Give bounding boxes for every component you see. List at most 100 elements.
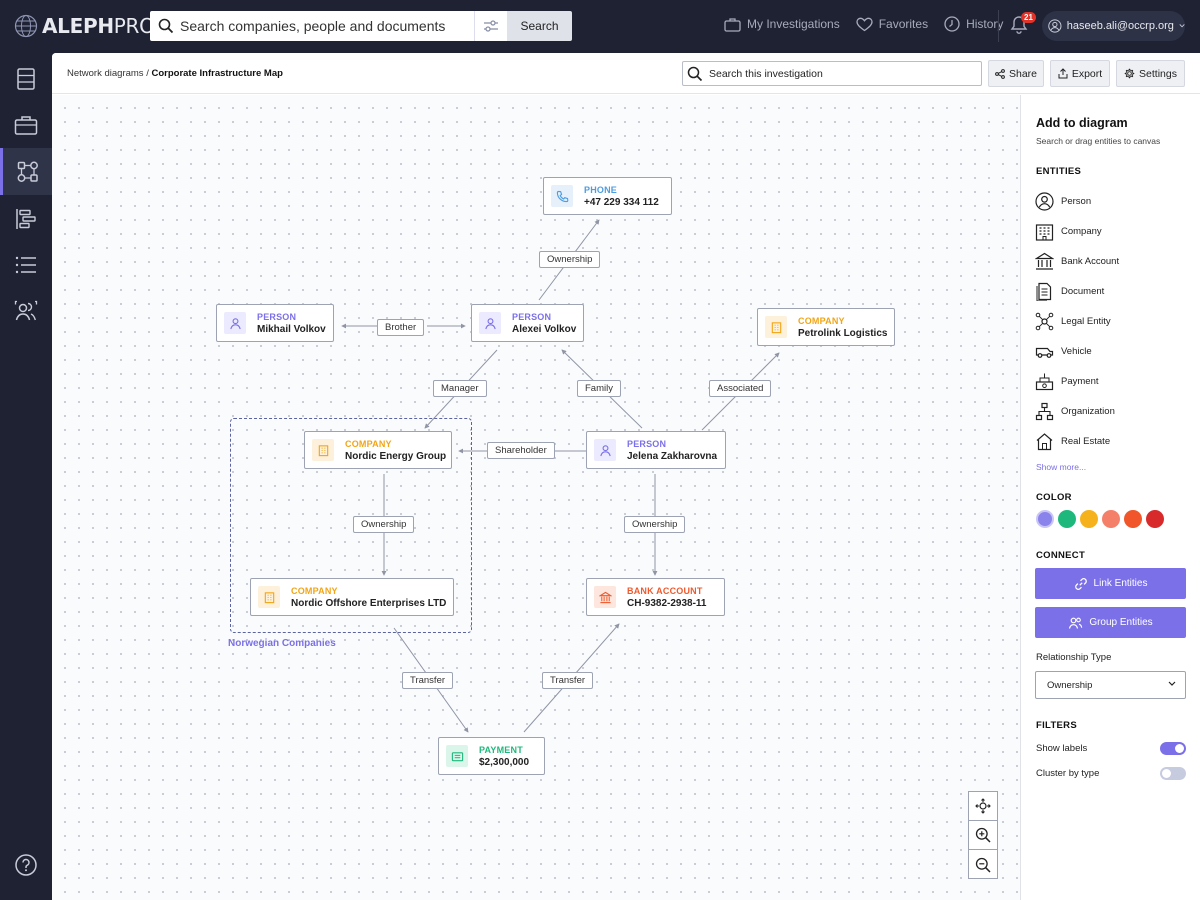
nav-my-investigations[interactable]: My Investigations	[724, 17, 840, 32]
person-icon	[1035, 191, 1054, 211]
help-button[interactable]	[0, 841, 52, 888]
show-labels-toggle[interactable]	[1160, 742, 1186, 755]
zoom-in-button[interactable]	[969, 821, 997, 850]
diagram-canvas[interactable]: Norwegian Companies Ownership Brother Ma…	[52, 95, 1020, 900]
user-menu[interactable]: haseeb.ali@occrp.org	[1042, 11, 1185, 41]
entity-item-company[interactable]: Company	[1035, 220, 1102, 242]
search-button[interactable]: Search	[507, 11, 572, 41]
color-section-title: COLOR	[1036, 492, 1072, 503]
edge-label-ownership[interactable]: Ownership	[539, 251, 601, 268]
document-icon	[1036, 282, 1052, 301]
breadcrumb-parent[interactable]: Network diagrams	[67, 68, 144, 79]
sidebar-item-network-diagrams[interactable]	[0, 148, 52, 195]
edge-label-transfer[interactable]: Transfer	[402, 672, 454, 689]
entity-item-payment[interactable]: Payment	[1035, 370, 1099, 392]
node-type: COMPANY	[345, 438, 392, 449]
color-swatch-orange[interactable]	[1124, 510, 1142, 528]
color-swatch-yellow[interactable]	[1080, 510, 1098, 528]
gear-icon	[1124, 68, 1135, 79]
person-icon	[594, 439, 616, 461]
heart-icon	[856, 17, 873, 31]
group-icon	[1069, 617, 1083, 629]
sidebar-item-timelines[interactable]	[0, 195, 52, 242]
color-swatch-red[interactable]	[1146, 510, 1164, 528]
entity-item-organization[interactable]: Organization	[1035, 400, 1115, 422]
investigation-search-input[interactable]	[709, 67, 969, 80]
sub-toolbar: Network diagrams / Corporate Infrastruct…	[52, 53, 1200, 94]
edge-label-family[interactable]: Family	[577, 380, 621, 397]
entity-label: Legal Entity	[1061, 315, 1111, 327]
panel-title: Add to diagram	[1036, 116, 1128, 130]
zoom-out-button[interactable]	[969, 850, 997, 879]
recenter-button[interactable]	[969, 792, 997, 821]
chevron-down-icon	[1168, 681, 1176, 686]
real-estate-icon	[1036, 432, 1053, 450]
edge-label-manager[interactable]: Manager	[433, 380, 487, 397]
settings-button[interactable]: Settings	[1116, 60, 1185, 87]
color-swatches	[1036, 510, 1164, 528]
sidebar-item-investigations[interactable]	[0, 101, 52, 148]
breadcrumb-separator: /	[146, 68, 149, 79]
nav-history[interactable]: History	[944, 16, 1003, 32]
entity-item-vehicle[interactable]: Vehicle	[1035, 340, 1092, 362]
entity-label: Company	[1061, 225, 1102, 237]
node-phone[interactable]: PHONE+47 229 334 112	[543, 177, 672, 215]
entity-label: Organization	[1061, 405, 1115, 417]
color-swatch-salmon[interactable]	[1102, 510, 1120, 528]
edge-label-ownership[interactable]: Ownership	[624, 516, 686, 533]
diagram-edges	[341, 219, 780, 733]
relationship-type-select[interactable]: Ownership	[1035, 671, 1186, 699]
share-icon	[995, 68, 1005, 79]
export-button[interactable]: Export	[1050, 60, 1110, 87]
bank-icon	[1035, 252, 1054, 270]
search-filter-button[interactable]	[474, 11, 507, 41]
nav-favorites[interactable]: Favorites	[856, 17, 928, 32]
edge-label-associated[interactable]: Associated	[709, 380, 772, 397]
entity-label: Document	[1061, 285, 1105, 297]
cluster-by-type-toggle[interactable]	[1160, 767, 1186, 780]
help-icon	[15, 853, 37, 876]
node-payment[interactable]: PAYMENT$2,300,000	[438, 737, 545, 775]
edge-label-shareholder[interactable]: Shareholder	[487, 442, 555, 459]
sidebar-item-lists[interactable]	[0, 241, 52, 288]
edge-label-transfer[interactable]: Transfer	[542, 672, 594, 689]
sidebar-item-documents[interactable]	[0, 55, 52, 102]
edge-label-ownership[interactable]: Ownership	[353, 516, 415, 533]
entity-item-person[interactable]: Person	[1035, 190, 1091, 212]
edge-label-brother[interactable]: Brother	[377, 319, 425, 336]
entity-label: Real Estate	[1061, 435, 1111, 447]
organization-icon	[1035, 402, 1054, 420]
link-entities-button[interactable]: Link Entities	[1035, 568, 1186, 599]
nav-label: Favorites	[878, 17, 929, 31]
share-button[interactable]: Share	[988, 60, 1044, 87]
network-icon	[17, 161, 38, 182]
entity-item-legal-entity[interactable]: Legal Entity	[1035, 310, 1111, 332]
entity-item-document[interactable]: Document	[1035, 280, 1104, 302]
sidebar-item-people[interactable]	[0, 288, 52, 335]
nav-label: My Investigations	[747, 17, 840, 31]
investigation-search	[682, 61, 982, 86]
global-search-input[interactable]	[180, 18, 460, 34]
color-swatch-purple[interactable]	[1036, 510, 1054, 528]
node-type: PERSON	[257, 311, 297, 322]
filters-section-title: FILTERS	[1036, 720, 1077, 731]
search-icon	[687, 66, 703, 81]
entity-item-bank-account[interactable]: Bank Account	[1035, 250, 1119, 272]
building-icon	[312, 439, 334, 461]
entity-item-real-estate[interactable]: Real Estate	[1035, 430, 1110, 452]
globe-logo-icon	[14, 14, 38, 38]
group-norwegian-companies[interactable]	[230, 418, 472, 633]
app-logo[interactable]: ALEPHPRO	[14, 12, 155, 40]
timeline-icon	[16, 208, 36, 229]
show-more-link[interactable]: Show more...	[1036, 462, 1087, 472]
bank-icon	[594, 586, 616, 608]
color-swatch-green[interactable]	[1058, 510, 1076, 528]
group-entities-button[interactable]: Group Entities	[1035, 607, 1186, 638]
